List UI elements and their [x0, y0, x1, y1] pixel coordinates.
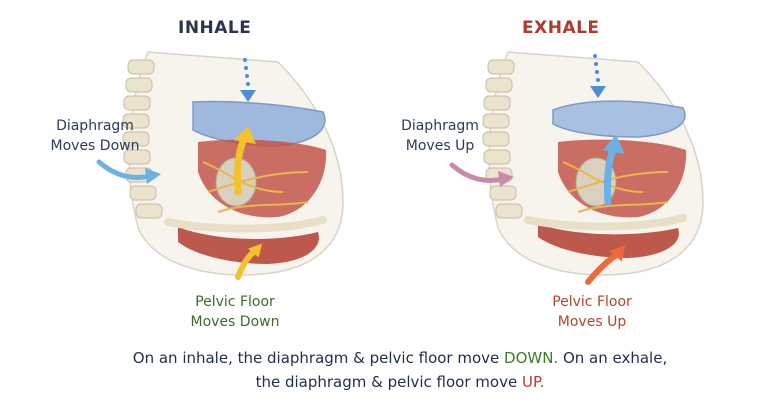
exhale-diaphragm-label: Diaphragm Moves Up — [390, 116, 490, 156]
inhale-pelvic-line1: Pelvic Floor — [195, 294, 275, 310]
caption-part3: the diaphragm & pelvic floor move — [255, 373, 522, 391]
pelvic-floor — [178, 227, 319, 264]
inhale-diaphragm-line1: Diaphragm — [56, 118, 134, 134]
inhale-title: INHALE — [178, 18, 252, 38]
caption-up: UP. — [521, 373, 545, 391]
inhale-pelvic-line2: Moves Down — [190, 314, 280, 330]
pelvic-bone — [524, 214, 687, 231]
caption-line1: On an inhale, the diaphragm & pelvic flo… — [100, 346, 700, 370]
diaphragm — [552, 100, 686, 138]
pelvic-bone — [164, 216, 327, 233]
caption: On an inhale, the diaphragm & pelvic flo… — [100, 346, 700, 394]
exhale-pelvic-line1: Pelvic Floor — [552, 294, 632, 310]
caption-part2: On an exhale, — [558, 349, 668, 367]
exhale-title: EXHALE — [522, 18, 600, 38]
diaphragm — [192, 100, 326, 147]
exhale-diaphragm-line2: Moves Up — [405, 138, 475, 154]
caption-line2: the diaphragm & pelvic floor move UP. — [100, 370, 700, 394]
spine — [482, 59, 523, 219]
inhale-side-arrow-icon — [96, 159, 161, 184]
exhale-pelvic-label: Pelvic Floor Moves Up — [532, 292, 652, 332]
nerves — [562, 161, 669, 213]
caption-down: DOWN. — [504, 349, 559, 367]
inhale-diaphragm-line2: Moves Down — [50, 138, 140, 154]
exhale-side-arrow-icon — [449, 162, 514, 187]
pelvic-floor — [538, 224, 679, 258]
exhale-illustration — [468, 42, 718, 292]
inhale-illustration — [108, 42, 358, 292]
dotted-arrow-down-icon — [240, 58, 256, 102]
dotted-arrow-down-icon — [590, 54, 606, 98]
exhale-diaphragm-line1: Diaphragm — [401, 118, 479, 134]
inhale-diaphragm-label: Diaphragm Moves Down — [38, 116, 152, 156]
exhale-pelvic-line2: Moves Up — [557, 314, 627, 330]
inhale-pelvic-label: Pelvic Floor Moves Down — [170, 292, 300, 332]
caption-part1: On an inhale, the diaphragm & pelvic flo… — [132, 349, 505, 367]
